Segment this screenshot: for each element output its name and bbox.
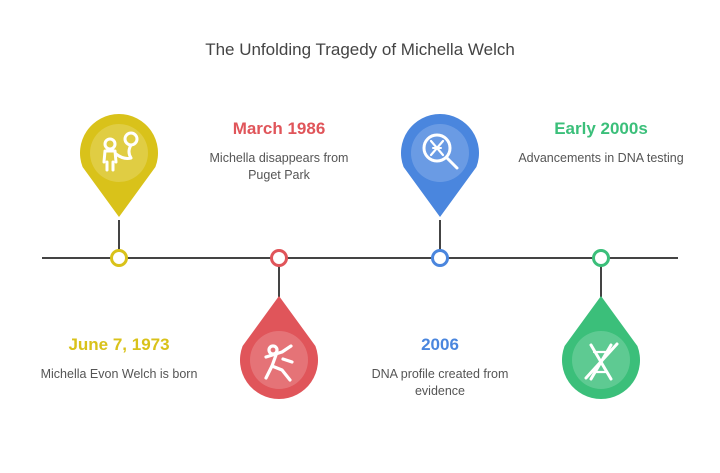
map-pin-2 — [240, 296, 318, 400]
event-date-3: 2006 — [421, 335, 459, 354]
event-date-4: Early 2000s — [554, 119, 648, 138]
diagram-title: The Unfolding Tragedy of Michella Welch — [205, 40, 515, 59]
map-pin-1 — [80, 113, 158, 217]
map-pin-3 — [401, 113, 479, 217]
event-date-2: March 1986 — [232, 119, 326, 138]
timeline-node-3 — [431, 249, 449, 267]
dna-magnifier-icon — [422, 133, 459, 170]
timeline-node-4 — [592, 249, 610, 267]
event-date-1: June 7, 1973 — [68, 335, 170, 354]
event-description-1: Michella Evon Welch is born — [40, 367, 198, 381]
event-description-4: Advancements in DNA testing — [518, 151, 684, 165]
timeline-node-1 — [110, 249, 128, 267]
broken-figure-icon — [264, 344, 294, 382]
dna-slash-icon — [584, 342, 619, 381]
child-balloon-icon — [102, 131, 139, 172]
event-description-3: DNA profile created from evidence — [371, 367, 509, 398]
map-pin-4 — [562, 296, 641, 400]
timeline-node-2 — [270, 249, 288, 267]
event-description-2: Michella disappears from Puget Park — [209, 151, 349, 182]
